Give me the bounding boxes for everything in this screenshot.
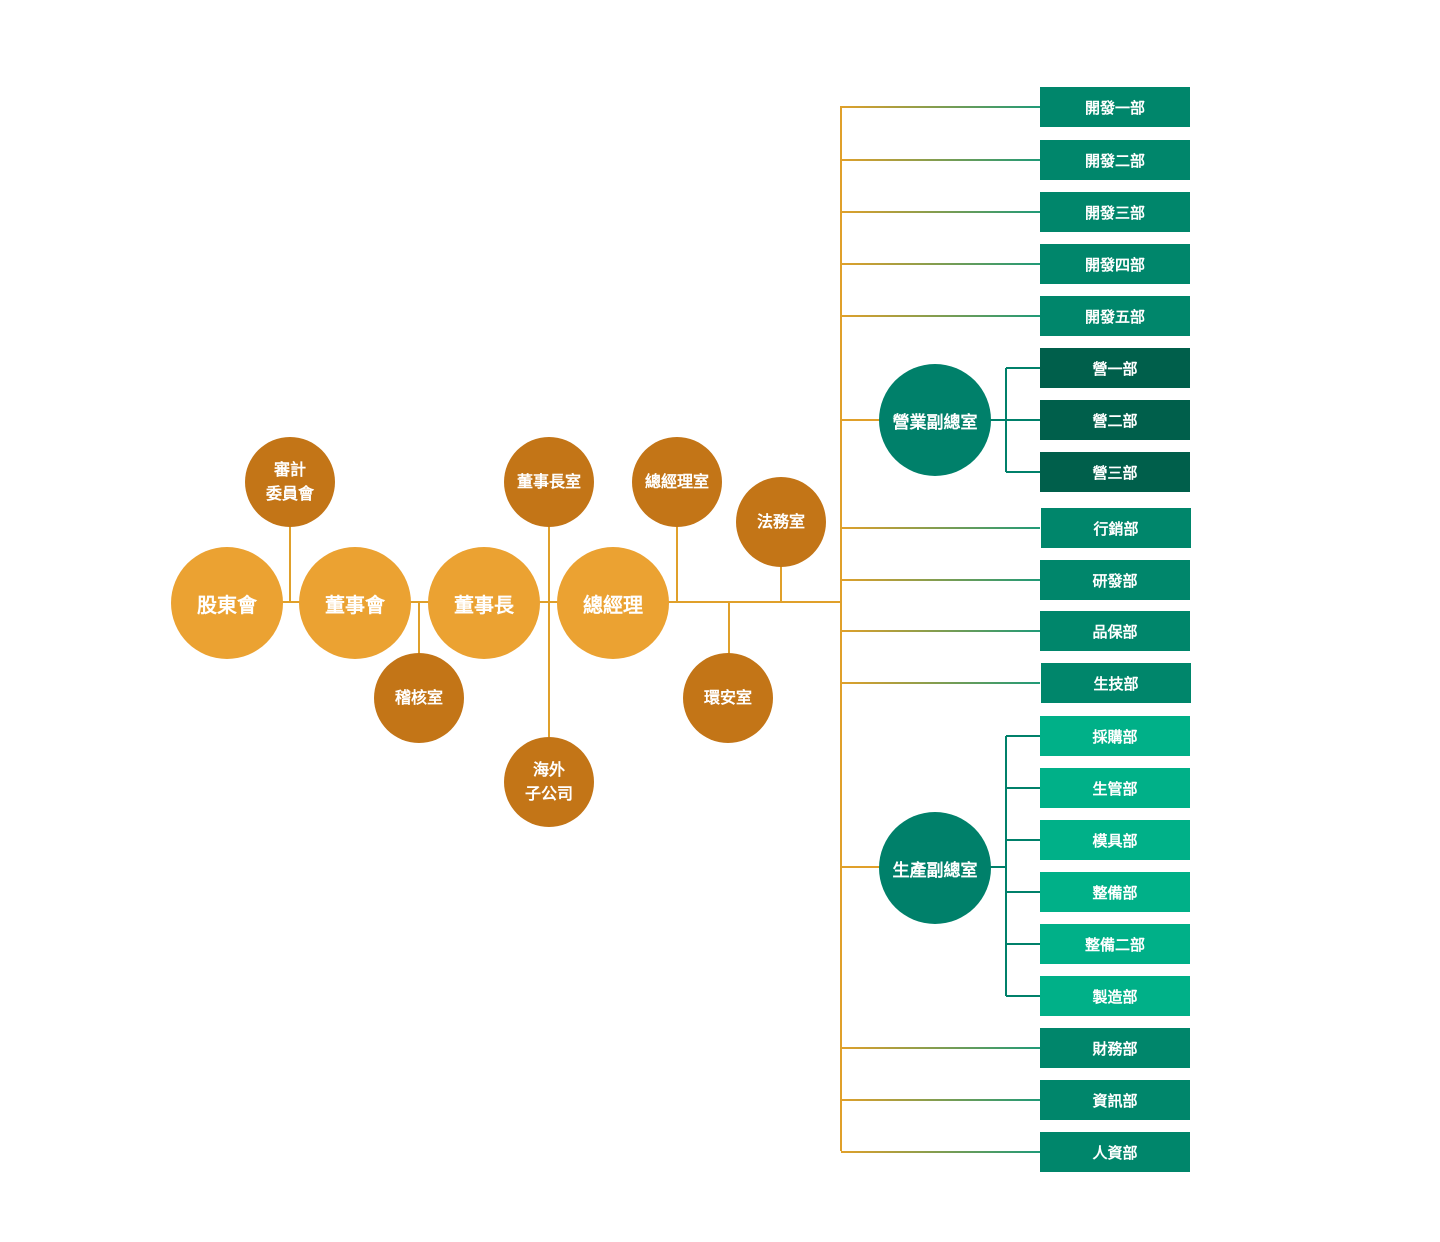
department-label: 開發二部 <box>1084 151 1145 170</box>
department-label: 整備二部 <box>1084 935 1145 954</box>
chairman[interactable]: 董事長 <box>428 547 540 659</box>
department-box[interactable]: 製造部 <box>1040 976 1190 1016</box>
production-vp-office-label: 生產副總室 <box>892 860 978 881</box>
department-box[interactable]: 行銷部 <box>1041 508 1191 548</box>
department-box[interactable]: 營二部 <box>1040 400 1190 440</box>
president-office[interactable]: 總經理室 <box>632 437 722 527</box>
internal-audit-office[interactable]: 稽核室 <box>374 653 464 743</box>
department-box[interactable]: 整備部 <box>1040 872 1190 912</box>
department-label: 生技部 <box>1093 674 1139 693</box>
department-box[interactable]: 研發部 <box>1040 560 1190 600</box>
president[interactable]: 總經理 <box>557 547 669 659</box>
chairman-office-label: 董事長室 <box>516 472 581 491</box>
department-box[interactable]: 開發三部 <box>1040 192 1190 232</box>
shareholders-meeting[interactable]: 股東會 <box>171 547 283 659</box>
overseas-subsidiaries-line-1: 海外 <box>532 760 565 779</box>
department-label: 品保部 <box>1092 622 1138 641</box>
department-connector <box>841 315 1040 317</box>
department-label: 研發部 <box>1092 571 1138 590</box>
chairman-office[interactable]: 董事長室 <box>504 437 594 527</box>
audit-committee[interactable]: 審計委員會 <box>245 437 335 527</box>
department-box[interactable]: 生管部 <box>1040 768 1190 808</box>
safety-office[interactable]: 環安室 <box>683 653 773 743</box>
department-label: 營二部 <box>1092 411 1138 430</box>
internal-audit-office-label: 稽核室 <box>394 688 443 707</box>
department-connector <box>841 579 1040 581</box>
department-label: 整備部 <box>1092 883 1138 902</box>
overseas-subsidiaries[interactable]: 海外子公司 <box>504 737 594 827</box>
department-label: 人資部 <box>1092 1143 1138 1162</box>
department-box[interactable]: 開發四部 <box>1040 244 1190 284</box>
legal-office[interactable]: 法務室 <box>736 477 826 567</box>
president-office-label: 總經理室 <box>644 472 709 491</box>
department-label: 採購部 <box>1092 727 1138 746</box>
department-label: 製造部 <box>1092 987 1138 1006</box>
department-connector <box>841 682 1040 684</box>
department-box[interactable]: 採購部 <box>1040 716 1190 756</box>
board-of-directors-label: 董事會 <box>325 592 385 617</box>
department-box[interactable]: 模具部 <box>1040 820 1190 860</box>
department-box[interactable]: 營三部 <box>1040 452 1190 492</box>
department-connector <box>841 630 1040 632</box>
department-connector <box>841 159 1040 161</box>
department-connector <box>841 1099 1040 1101</box>
department-label: 資訊部 <box>1092 1091 1138 1110</box>
department-connector <box>841 263 1040 265</box>
chairman-label: 董事長 <box>454 592 514 617</box>
department-box[interactable]: 品保部 <box>1040 611 1190 651</box>
overseas-subsidiaries-line-2: 子公司 <box>524 784 573 803</box>
department-connector <box>841 106 1040 108</box>
department-connector <box>841 1151 1040 1153</box>
department-box[interactable]: 人資部 <box>1040 1132 1190 1172</box>
board-of-directors[interactable]: 董事會 <box>299 547 411 659</box>
audit-committee-line-2: 委員會 <box>265 484 314 503</box>
production-vp-trunk-connector <box>841 866 881 868</box>
department-box[interactable]: 開發二部 <box>1040 140 1190 180</box>
department-connector <box>841 211 1040 213</box>
department-box[interactable]: 整備二部 <box>1040 924 1190 964</box>
department-label: 行銷部 <box>1093 519 1139 538</box>
department-label: 財務部 <box>1092 1039 1138 1058</box>
department-box[interactable]: 資訊部 <box>1040 1080 1190 1120</box>
department-box[interactable]: 營一部 <box>1040 348 1190 388</box>
department-box[interactable]: 開發一部 <box>1040 87 1190 127</box>
department-label: 生管部 <box>1092 779 1138 798</box>
president-label: 總經理 <box>583 592 643 617</box>
department-label: 開發三部 <box>1084 203 1145 222</box>
production-vp-office[interactable]: 生產副總室 <box>879 812 991 924</box>
department-label: 開發一部 <box>1084 98 1145 117</box>
sales-vp-office[interactable]: 營業副總室 <box>879 364 991 476</box>
department-connector <box>841 527 1040 529</box>
department-label: 開發五部 <box>1084 307 1145 326</box>
department-box[interactable]: 財務部 <box>1040 1028 1190 1068</box>
department-label: 營一部 <box>1092 359 1138 378</box>
department-box[interactable]: 開發五部 <box>1040 296 1190 336</box>
sales-vp-office-label: 營業副總室 <box>892 412 978 433</box>
department-label: 開發四部 <box>1084 255 1145 274</box>
legal-office-label: 法務室 <box>756 512 805 531</box>
audit-committee-line-1: 審計 <box>273 460 306 479</box>
department-connector <box>841 1047 1040 1049</box>
sales-vp-trunk-connector <box>841 419 881 421</box>
department-box[interactable]: 生技部 <box>1041 663 1191 703</box>
shareholders-meeting-label: 股東會 <box>197 592 257 617</box>
safety-office-label: 環安室 <box>703 688 752 707</box>
department-label: 模具部 <box>1092 831 1138 850</box>
department-label: 營三部 <box>1092 463 1138 482</box>
